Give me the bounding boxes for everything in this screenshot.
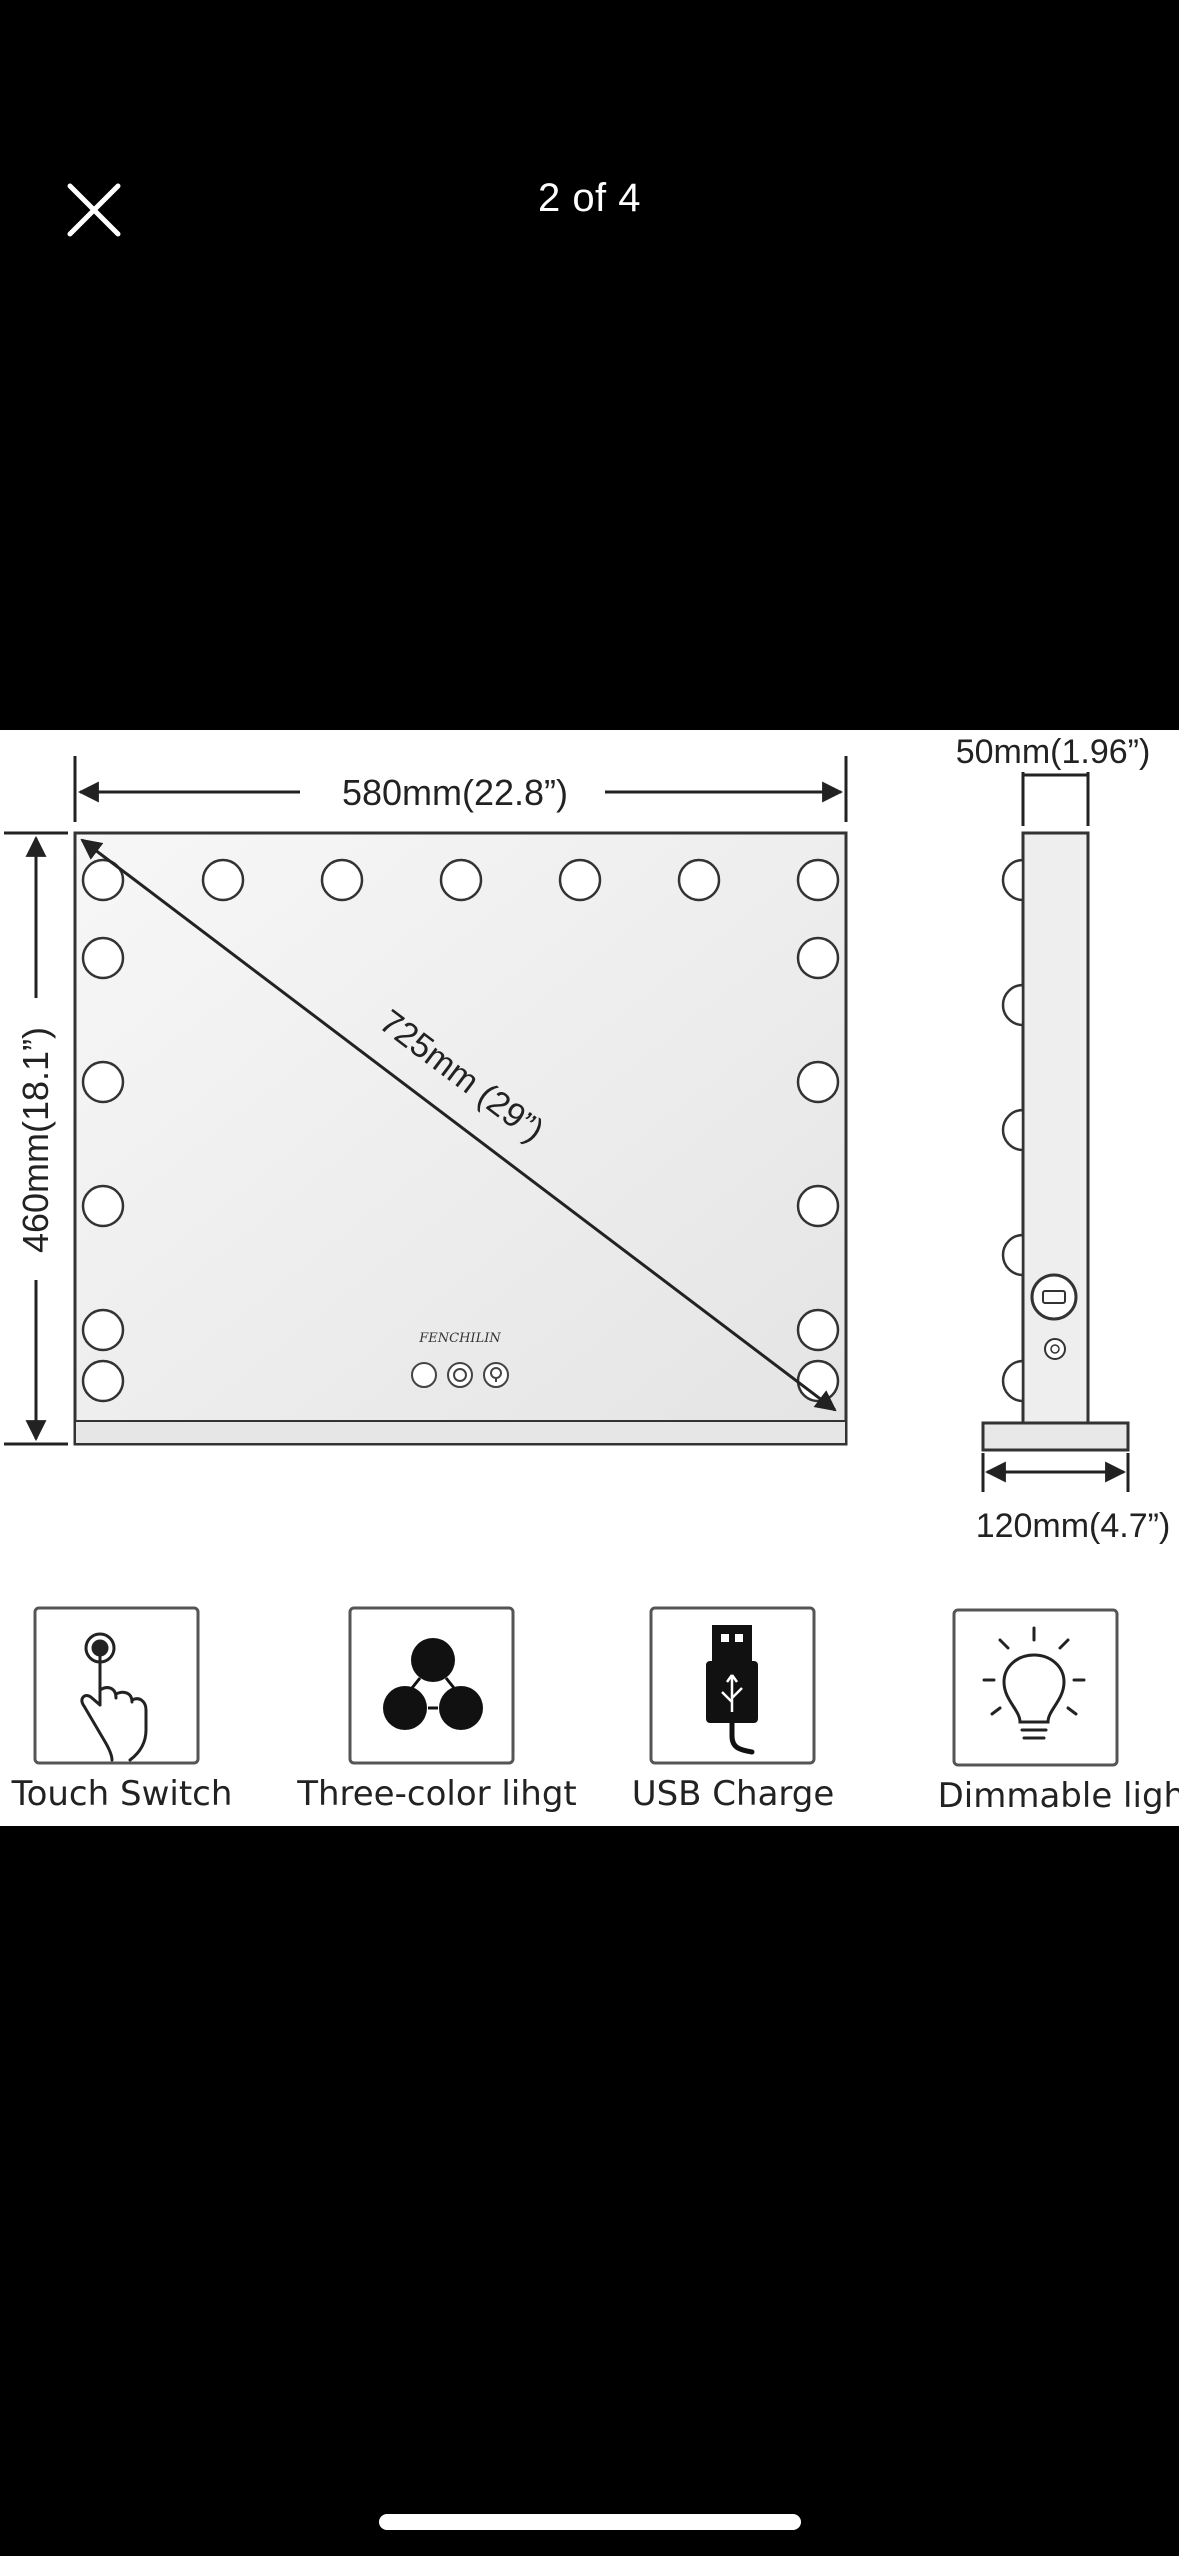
bulb xyxy=(796,1359,840,1403)
touch-buttons xyxy=(411,1362,509,1388)
bulb xyxy=(558,858,602,902)
light-bulb-icon xyxy=(982,1626,1086,1740)
feature-label: USB Charge xyxy=(632,1774,835,1814)
feature-three-color: Three-color lihgt xyxy=(296,1606,577,1814)
bulb xyxy=(81,1060,125,1104)
bulb-side xyxy=(1001,983,1025,1027)
width-label: 580mm(22.8”) xyxy=(342,772,568,813)
width-dimension: 580mm(22.8”) xyxy=(73,756,848,822)
bulb xyxy=(677,858,721,902)
product-image[interactable]: 580mm(22.8”) 460mm(18.1”) 725mm (29”) FE… xyxy=(0,730,1179,1826)
height-dimension: 460mm(18.1”) xyxy=(4,831,68,1446)
touch-finger-icon xyxy=(80,1632,148,1762)
feature-label: Touch Switch xyxy=(11,1774,233,1814)
bulb xyxy=(796,1184,840,1228)
bulb xyxy=(796,1060,840,1104)
feature-dimmable-light: Dimmable light xyxy=(938,1608,1179,1816)
bulb xyxy=(201,858,245,902)
image-counter: 2 of 4 xyxy=(537,176,642,220)
height-label: 460mm(18.1”) xyxy=(15,1027,56,1253)
feature-usb-charge: USB Charge xyxy=(632,1606,835,1814)
three-circles-icon xyxy=(383,1638,483,1730)
mirror-dimension-diagram: 580mm(22.8”) 460mm(18.1”) 725mm (29”) FE… xyxy=(4,733,1179,1816)
usb-port xyxy=(1030,1273,1078,1321)
brand-logo: FENCHILIN xyxy=(418,1331,501,1346)
usb-plug-icon xyxy=(706,1625,758,1755)
bulb xyxy=(796,1308,840,1352)
diagonal-line xyxy=(80,838,837,1412)
mirror-front: 725mm (29”) FENCHILIN xyxy=(73,831,848,1446)
close-button[interactable] xyxy=(52,168,136,252)
depth-label: 50mm(1.96”) xyxy=(956,733,1151,771)
bulb-side xyxy=(1001,1108,1025,1152)
bulb xyxy=(796,858,840,902)
bulb xyxy=(320,858,364,902)
base-depth-label: 120mm(4.7”) xyxy=(976,1507,1171,1545)
bulb xyxy=(81,1359,125,1403)
home-indicator[interactable] xyxy=(379,2514,801,2530)
bulb xyxy=(796,936,840,980)
mirror-side-view: 50mm(1.96”) 120mm(4.7”) xyxy=(956,733,1171,1545)
feature-touch-switch: Touch Switch xyxy=(11,1606,233,1814)
bulb-side xyxy=(1001,1233,1025,1277)
close-icon xyxy=(67,183,121,237)
bulb-side xyxy=(1001,1359,1025,1403)
feature-label: Dimmable light xyxy=(938,1776,1179,1816)
side-button xyxy=(1044,1338,1066,1360)
bulbs-side xyxy=(1001,858,1025,1403)
bulb xyxy=(81,936,125,980)
feature-label: Three-color lihgt xyxy=(296,1774,577,1814)
viewer-header: 2 of 4 xyxy=(0,0,1179,420)
bulb xyxy=(81,1184,125,1228)
bulb xyxy=(81,1308,125,1352)
bulb-side xyxy=(1001,858,1025,902)
bulb xyxy=(439,858,483,902)
